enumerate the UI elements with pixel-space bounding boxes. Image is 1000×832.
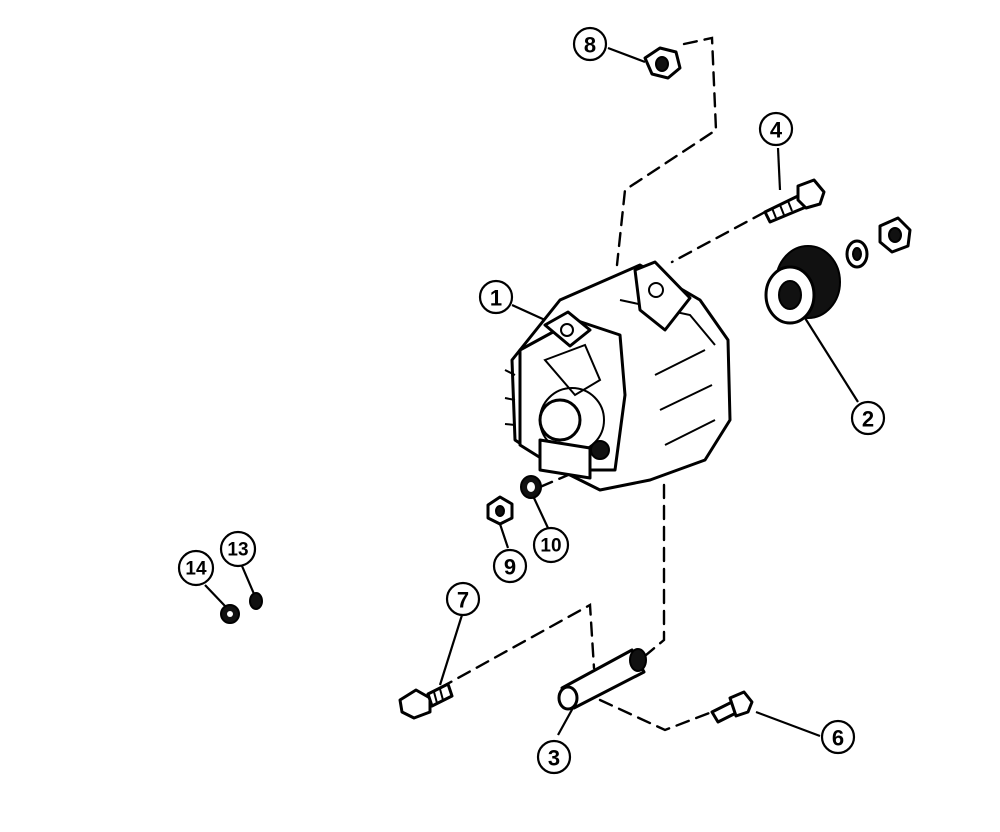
leader-4 — [776, 147, 782, 191]
assembly-line-spacer-3 — [638, 483, 666, 662]
leader-14 — [204, 584, 226, 607]
leader-2 — [804, 317, 859, 403]
leader-8 — [607, 46, 646, 64]
nut-part-9 — [486, 495, 514, 526]
assembly-line-nut-9-10 — [538, 468, 582, 489]
pulley-washer — [845, 239, 869, 269]
callout-label: 7 — [457, 588, 469, 613]
leader-9 — [498, 523, 510, 549]
callout-6: 6 — [820, 719, 856, 755]
callout-3: 3 — [536, 739, 572, 775]
assembly-line-bolt-7 — [438, 603, 596, 690]
leader-7 — [438, 614, 464, 686]
bolt-part-4 — [763, 178, 826, 224]
callout-4: 4 — [758, 111, 794, 147]
callout-1: 1 — [478, 279, 514, 315]
callout-8: 8 — [572, 26, 608, 62]
washer-part-13 — [249, 592, 263, 610]
callout-label: 6 — [832, 726, 844, 751]
washer-part-10 — [520, 475, 542, 499]
leader-3 — [557, 705, 575, 736]
callout-label: 14 — [185, 559, 207, 580]
callout-label: 10 — [540, 536, 561, 557]
callout-label: 1 — [490, 286, 502, 311]
leader-1 — [511, 303, 546, 322]
assembly-line-bolt-4 — [670, 210, 767, 264]
alternator-part — [504, 260, 732, 492]
callout-14: 14 — [177, 549, 215, 587]
bolt-part-6 — [710, 690, 754, 724]
callout-9: 9 — [492, 548, 528, 584]
assembly-line-bolt-6 — [598, 698, 714, 732]
nut-part-14 — [220, 604, 240, 624]
callout-2: 2 — [850, 400, 886, 436]
spacer-part-3 — [557, 648, 647, 711]
callout-label: 9 — [504, 555, 516, 580]
callout-label: 3 — [548, 746, 560, 771]
leader-10 — [533, 497, 549, 529]
callout-label: 2 — [862, 407, 874, 432]
assembly-line-nut-8 — [615, 36, 718, 267]
pulley-part — [764, 245, 841, 325]
callout-13: 13 — [219, 530, 257, 568]
callout-label: 13 — [227, 540, 248, 561]
bolt-part-7 — [398, 682, 454, 720]
callout-7: 7 — [445, 581, 481, 617]
callout-10: 10 — [532, 526, 570, 564]
leader-6 — [755, 710, 821, 738]
callout-label: 4 — [770, 118, 783, 143]
nut-part-8 — [643, 46, 682, 80]
callout-label: 8 — [584, 33, 596, 58]
leader-13 — [240, 565, 256, 595]
pulley-nut — [878, 216, 912, 254]
